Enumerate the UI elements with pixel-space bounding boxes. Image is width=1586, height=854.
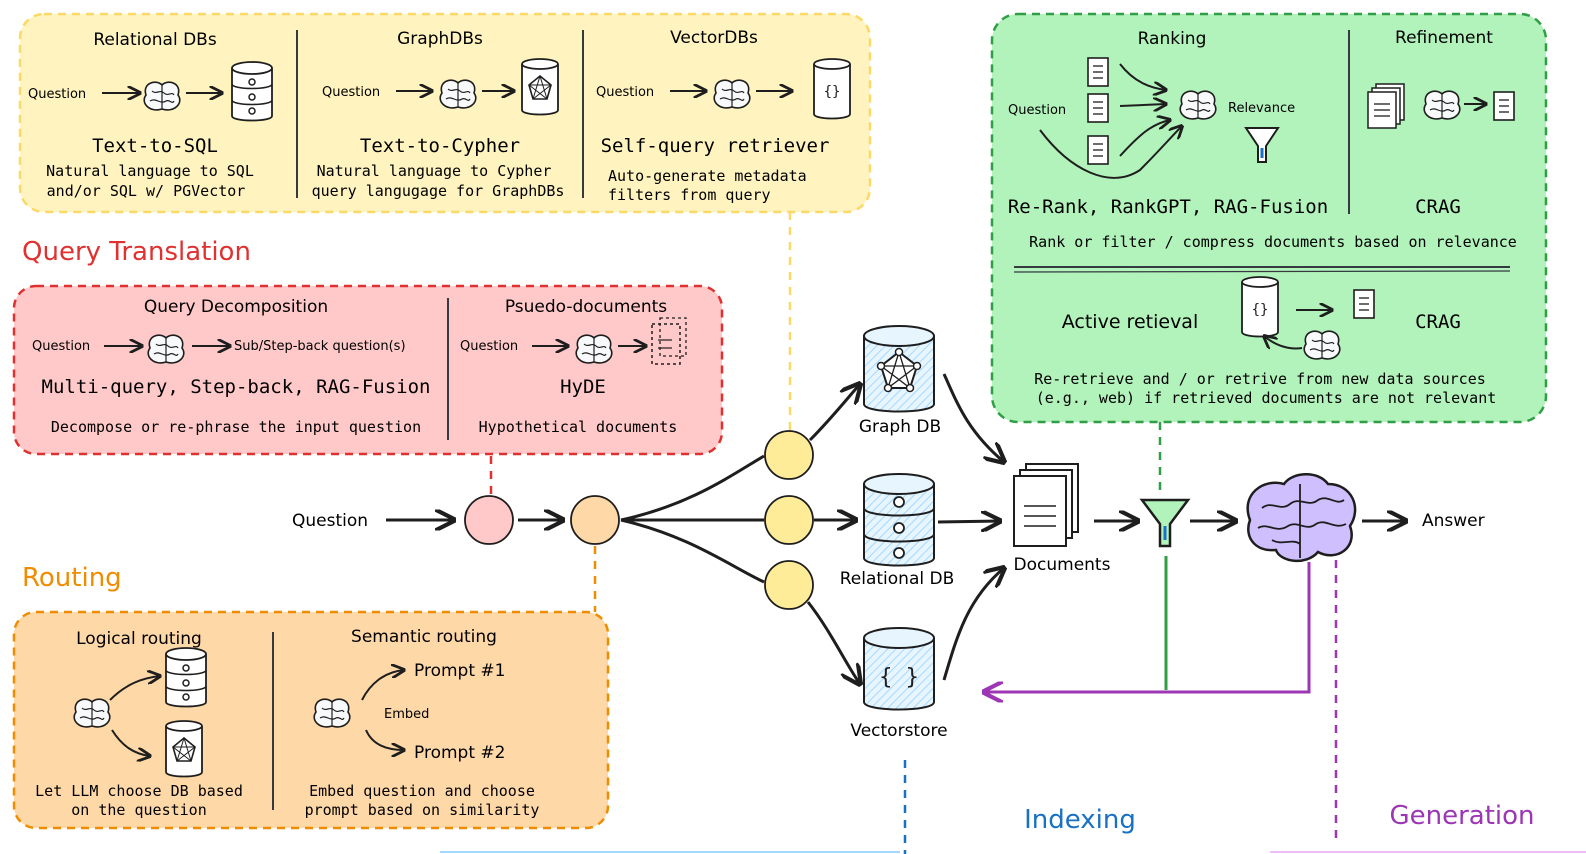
logical-routing-desc-2: on the question xyxy=(71,801,206,819)
llm-brain-icon xyxy=(1423,90,1461,120)
database-icon xyxy=(231,61,273,122)
document-icon xyxy=(1353,289,1375,319)
active-retrieval-desc-2: (e.g., web) if retrieved documents are n… xyxy=(1036,389,1497,407)
query-translation-heading: Query Translation xyxy=(22,237,251,267)
vectordbs-title: VectorDBs xyxy=(670,28,758,48)
document-icon xyxy=(1087,93,1109,123)
rerank-methods-label: Re-Rank, RankGPT, RAG-Fusion xyxy=(1008,196,1328,218)
pseudo-documents-title: Psuedo-documents xyxy=(505,297,667,317)
hyde-desc: Hypothetical documents xyxy=(479,418,678,436)
self-query-desc-2: filters from query xyxy=(608,186,771,204)
relational-db-store-icon xyxy=(863,473,935,567)
indexing-heading: Indexing xyxy=(1024,805,1136,835)
embed-label: Embed xyxy=(384,707,429,722)
llm-brain-icon xyxy=(439,79,477,109)
vectorstore-label: Vectorstore xyxy=(850,721,947,741)
query-construction-node-vector xyxy=(764,560,814,610)
hypothetical-document-icon xyxy=(651,317,687,365)
compressed-document-icon xyxy=(1493,91,1515,121)
generation-llm-brain-icon xyxy=(1246,473,1357,562)
question-label: Question xyxy=(596,85,654,100)
llm-brain-icon xyxy=(1179,90,1217,120)
llm-brain-icon xyxy=(713,79,751,109)
question-label: Question xyxy=(322,85,380,100)
llm-brain-icon xyxy=(313,698,351,728)
text-to-sql-desc-2: and/or SQL w/ PGVector xyxy=(47,182,246,200)
question-label: Question xyxy=(460,339,518,354)
answer-label: Answer xyxy=(1422,511,1485,531)
llm-brain-icon xyxy=(1303,330,1341,360)
active-retrieval-desc-1: Re-retrieve and / or retrive from new da… xyxy=(1034,370,1486,388)
active-retrieval-title: Active retieval xyxy=(1062,311,1198,333)
question-label: Question xyxy=(28,87,86,102)
filter-icon xyxy=(1139,498,1191,548)
routing-heading: Routing xyxy=(22,563,122,593)
logical-routing-desc-1: Let LLM choose DB based xyxy=(35,782,243,800)
document-icon xyxy=(1087,135,1109,165)
document-icon xyxy=(1087,57,1109,87)
semantic-routing-desc-2: prompt based on similarity xyxy=(305,801,540,819)
graph-db-store-icon xyxy=(863,325,935,413)
question-input-label: Question xyxy=(292,511,368,531)
query-decomposition-title: Query Decomposition xyxy=(144,297,328,317)
graphdbs-title: GraphDBs xyxy=(397,29,483,49)
vectorstore-icon: { } xyxy=(863,627,935,711)
generation-heading: Generation xyxy=(1389,801,1534,831)
semantic-routing-desc-1: Embed question and choose xyxy=(309,782,535,800)
svg-text:{ }: { } xyxy=(879,665,919,690)
text-to-cypher-desc-1: Natural language to Cypher xyxy=(317,162,552,180)
decomposition-desc: Decompose or re-phrase the input questio… xyxy=(51,418,421,436)
llm-brain-icon xyxy=(73,698,111,728)
active-crag-label: CRAG xyxy=(1415,311,1461,333)
vector-db-icon xyxy=(1241,276,1279,338)
prompt-1-label: Prompt #1 xyxy=(414,661,505,681)
relational-db-label: Relational DB xyxy=(840,569,955,589)
query-translation-panel: Query Decomposition Question Sub/Step-ba… xyxy=(12,284,724,456)
refinement-crag-label: CRAG xyxy=(1415,196,1461,218)
relevance-label: Relevance xyxy=(1228,101,1295,116)
ranking-title: Ranking xyxy=(1138,29,1207,49)
hyde-label: HyDE xyxy=(560,376,606,398)
documents-label: Documents xyxy=(1014,555,1111,575)
text-to-cypher-label: Text-to-Cypher xyxy=(360,135,520,157)
question-label: Question xyxy=(32,339,90,354)
sub-question-label: Sub/Step-back question(s) xyxy=(234,339,406,354)
retrieval-panel: Ranking Question Relevance Re-Rank, Rank… xyxy=(990,12,1548,424)
routing-node xyxy=(570,495,620,545)
query-translation-node xyxy=(464,495,514,545)
question-label: Question xyxy=(1008,103,1066,118)
refinement-title: Refinement xyxy=(1395,28,1493,48)
vector-db-icon xyxy=(813,58,851,120)
self-query-label: Self-query retriever xyxy=(601,135,830,157)
llm-brain-icon xyxy=(143,81,181,111)
llm-brain-icon xyxy=(575,334,613,364)
query-construction-node-graph xyxy=(764,430,814,480)
self-query-desc-1: Auto-generate metadata xyxy=(608,167,807,185)
prompt-2-label: Prompt #2 xyxy=(414,743,505,763)
rank-filter-desc: Rank or filter / compress documents base… xyxy=(1029,233,1517,251)
graph-db-label: Graph DB xyxy=(859,417,941,437)
document-stack-icon xyxy=(1367,83,1405,129)
text-to-sql-label: Text-to-SQL xyxy=(92,135,218,157)
graph-db-icon xyxy=(165,720,203,778)
documents-icon xyxy=(1013,463,1079,547)
text-to-cypher-desc-2: query langugage for GraphDBs xyxy=(312,182,565,200)
multi-query-label: Multi-query, Step-back, RAG-Fusion xyxy=(42,376,431,398)
relational-dbs-title: Relational DBs xyxy=(93,30,217,50)
database-icon xyxy=(165,647,207,708)
query-construction-node-relational xyxy=(764,495,814,545)
routing-panel: Logical routing Let LLM choose DB based … xyxy=(12,610,610,830)
query-construction-panel: Relational DBs Question Text-to-SQL Natu… xyxy=(18,12,872,214)
text-to-sql-desc-1: Natural language to SQL xyxy=(46,162,254,180)
semantic-routing-title: Semantic routing xyxy=(351,627,497,647)
logical-routing-title: Logical routing xyxy=(76,629,202,649)
graph-db-icon xyxy=(521,58,559,116)
llm-brain-icon xyxy=(147,334,185,364)
